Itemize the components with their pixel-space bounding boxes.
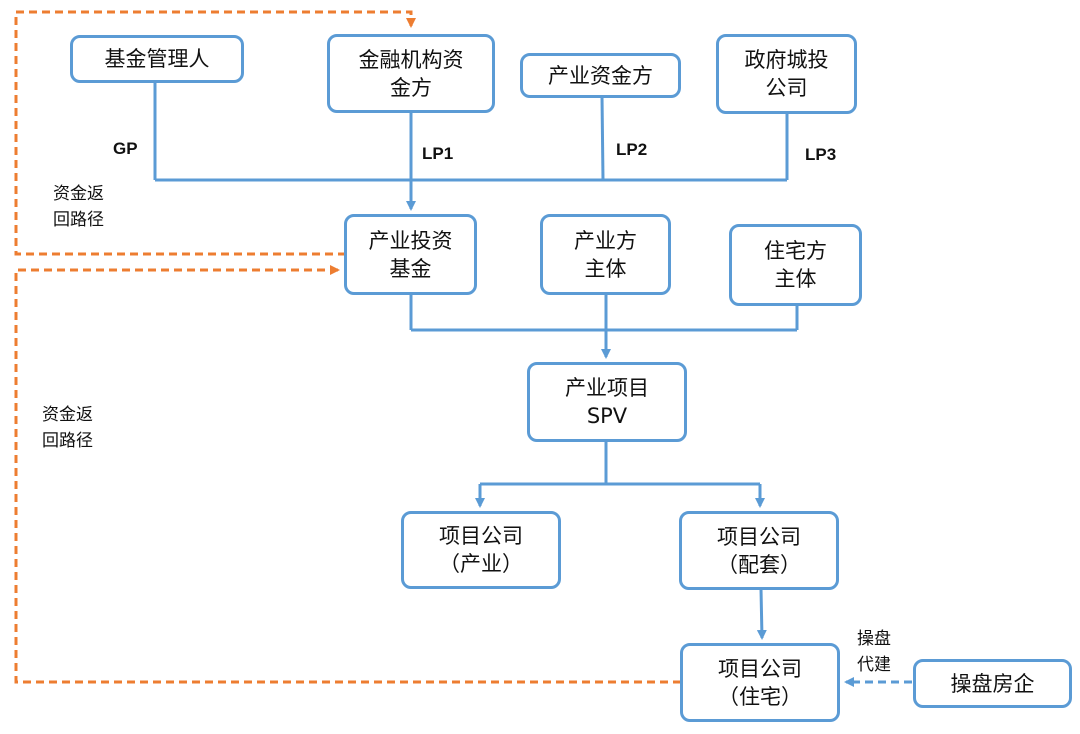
industry-fund-box: 产业投资 基金	[344, 214, 477, 295]
residential-party-box: 住宅方 主体	[729, 224, 862, 306]
project-supporting-box: 项目公司 （配套）	[679, 511, 839, 590]
financial-institution-label-line1: 金融机构资	[358, 47, 464, 72]
operating-developer-label: 操盘房企	[950, 671, 1035, 696]
industry-fund-label-line2: 基金	[389, 256, 432, 281]
return-path-top	[14, 10, 416, 256]
financial-institution-label-line2: 金方	[390, 75, 432, 100]
industry-spv-label-line2: SPV	[586, 404, 628, 428]
industry-fund-label-line1: 产业投资	[368, 228, 453, 253]
project-residential-box: 项目公司 （住宅）	[680, 643, 840, 722]
industry-capital-label: 产业资金方	[548, 63, 653, 88]
operate-build-label-line1: 操盘	[857, 629, 891, 649]
project-industry-box: 项目公司 （产业）	[401, 511, 561, 589]
fund-manager-box: 基金管理人	[70, 35, 244, 83]
project-supporting-label-line2: （配套）	[717, 552, 801, 577]
operating-developer-box: 操盘房企	[913, 659, 1072, 708]
lp1-label: LP1	[422, 144, 454, 163]
gp-label: GP	[113, 139, 138, 158]
project-industry-label-line2: （产业）	[439, 552, 523, 576]
residential-party-label-line2: 主体	[774, 267, 817, 291]
return-path-bottom-label-line2: 回路径	[42, 431, 93, 451]
return-path-top-label-line2: 回路径	[53, 210, 104, 230]
return-path-bottom	[14, 265, 681, 684]
project-industry-label-line1: 项目公司	[439, 524, 523, 548]
government-investment-label-line1: 政府城投	[744, 48, 829, 72]
government-investment-box: 政府城投 公司	[716, 34, 857, 114]
financial-institution-box: 金融机构资 金方	[327, 34, 495, 113]
fund-manager-label: 基金管理人	[104, 47, 210, 71]
government-investment-label-line2: 公司	[765, 76, 808, 100]
project-supporting-label-line1: 项目公司	[717, 524, 801, 549]
return-path-top-label-line1: 资金返	[53, 184, 104, 204]
industry-party-label-line2: 主体	[584, 256, 627, 281]
return-path-bottom-label-line1: 资金返	[42, 405, 93, 425]
operate-build-label: 操盘 代建	[857, 626, 891, 678]
return-path-bottom-label: 资金返 回路径	[42, 402, 93, 454]
residential-party-label-line1: 住宅方	[764, 239, 827, 263]
project-residential-label-line2: （住宅）	[718, 684, 802, 709]
industry-party-box: 产业方 主体	[540, 214, 671, 295]
industry-spv-box: 产业项目 SPV	[527, 362, 687, 442]
residential-company-arrow	[756, 588, 767, 640]
industry-party-label-line1: 产业方	[574, 228, 637, 253]
project-residential-label-line1: 项目公司	[718, 656, 802, 681]
industry-spv-label-line1: 产业项目	[565, 376, 649, 400]
lp3-label: LP3	[805, 145, 837, 164]
operate-build-label-line2: 代建	[857, 655, 891, 675]
lp2-connector	[600, 95, 605, 181]
return-path-top-label: 资金返 回路径	[53, 181, 104, 233]
industry-capital-box: 产业资金方	[520, 53, 681, 98]
lp2-label: LP2	[616, 140, 648, 159]
